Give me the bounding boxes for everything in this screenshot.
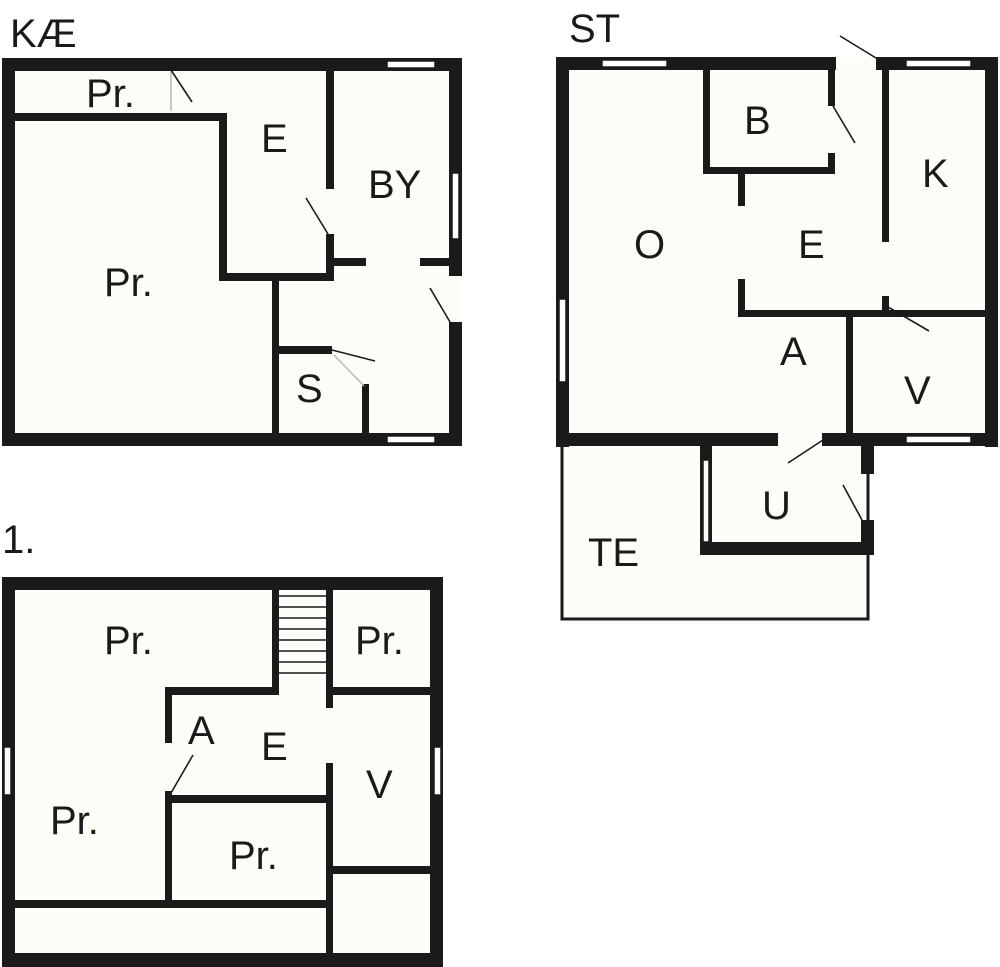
wall (556, 433, 778, 446)
door-swing (839, 35, 877, 59)
basement-floor (2, 58, 462, 446)
ground-floor-title: ST (569, 7, 620, 51)
wall (219, 113, 227, 281)
wall (738, 279, 745, 317)
wall (703, 167, 835, 174)
room-label: BY (368, 163, 421, 207)
wall (985, 57, 998, 447)
wall (15, 900, 328, 908)
ground-floor (556, 58, 998, 446)
room-label: Pr. (104, 261, 153, 305)
wall (326, 590, 333, 708)
wall (165, 795, 328, 803)
window (433, 746, 442, 796)
wall (861, 520, 874, 555)
door-swing (429, 287, 451, 323)
window (386, 60, 436, 69)
wall (165, 791, 172, 903)
wall (556, 57, 836, 70)
wall (449, 58, 462, 446)
room-label: O (634, 223, 665, 267)
wall (272, 590, 279, 691)
wall (861, 440, 874, 474)
room-label: V (904, 369, 931, 413)
room-label: TE (588, 531, 639, 575)
wall (882, 68, 889, 242)
door-swing (787, 439, 824, 464)
window (386, 435, 436, 444)
wall (2, 58, 15, 446)
room-label: Pr. (229, 834, 278, 878)
wall (15, 113, 225, 121)
room-label: U (762, 484, 791, 528)
wall (738, 174, 745, 206)
window (905, 59, 972, 68)
wall (326, 687, 430, 695)
basement-plan: KÆ Pr. Pr. E BY S (2, 12, 462, 446)
wall (272, 281, 279, 436)
room-label: B (744, 99, 771, 143)
stair-icon (279, 595, 326, 674)
door-swing (842, 484, 863, 521)
room-label: A (188, 709, 215, 753)
door-swing (887, 306, 930, 332)
wall (828, 153, 835, 174)
door-swing (170, 69, 193, 103)
room-label: Pr. (86, 72, 135, 116)
room-label: S (296, 367, 323, 411)
door-leaf (333, 354, 365, 387)
door-swing (331, 349, 376, 362)
wall (846, 317, 853, 439)
wall (165, 687, 279, 695)
ground-floor-plan: ST (556, 7, 998, 621)
wall (362, 384, 369, 436)
room-label: Pr. (50, 799, 99, 843)
wall (2, 953, 443, 967)
wall (828, 68, 835, 106)
first-floor-title: 1. (2, 518, 35, 562)
wall (556, 57, 569, 447)
door-swing (170, 754, 194, 794)
door-swing (832, 105, 856, 144)
basement-title: KÆ (10, 12, 77, 56)
room-label: V (366, 763, 393, 807)
wall (738, 310, 988, 317)
room-label: K (922, 152, 949, 196)
room-label: A (780, 330, 807, 374)
wall (420, 258, 449, 266)
wall (2, 577, 443, 590)
wall (2, 58, 462, 71)
wall (700, 542, 874, 555)
door-opening (449, 276, 462, 322)
wall (882, 296, 889, 310)
wall (334, 258, 366, 266)
room-label: Pr. (355, 619, 404, 663)
room-label: E (261, 725, 288, 769)
wall (326, 71, 334, 189)
window (601, 59, 668, 68)
wall (2, 433, 462, 446)
window (905, 435, 972, 444)
room-label: E (798, 223, 825, 267)
window (558, 298, 567, 383)
wall (279, 346, 332, 354)
room-label: Pr. (104, 619, 153, 663)
wall (326, 763, 333, 966)
terrace-floor (562, 440, 868, 619)
door-swing (305, 197, 329, 235)
first-floor-plan: 1. Pr. Pr. (2, 518, 443, 967)
window (3, 746, 12, 796)
wall (219, 273, 333, 281)
wall (703, 68, 710, 174)
wall (165, 687, 172, 743)
wall (326, 234, 334, 281)
window (702, 459, 710, 543)
room-label: E (261, 117, 288, 161)
wall (333, 866, 430, 874)
window (451, 172, 460, 240)
